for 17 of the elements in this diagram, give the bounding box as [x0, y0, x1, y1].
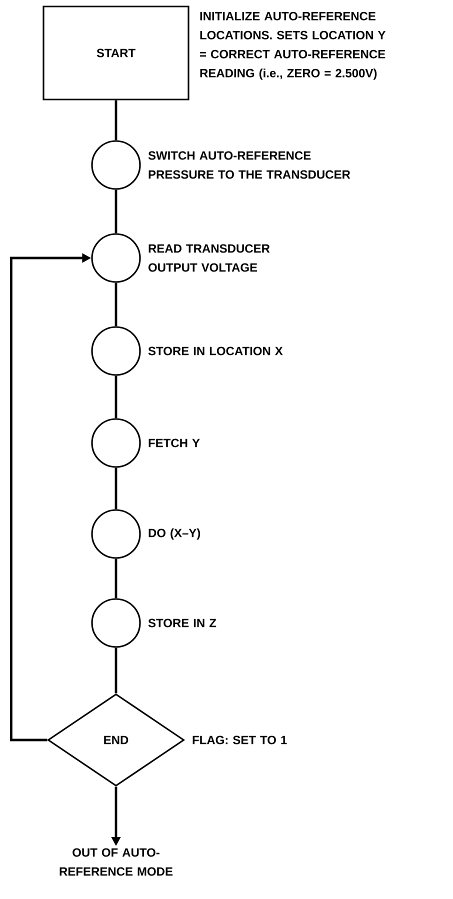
step-label: FLAG: SET TO 1	[192, 736, 287, 744]
connector-line	[114, 648, 118, 694]
step-label: DO (X–Y)	[148, 528, 200, 540]
connector-line	[114, 100, 118, 140]
step-label: READ TRANSDUCER OUTPUT VOLTAGE	[148, 244, 270, 272]
connector-line	[114, 376, 118, 418]
step-label: FETCH Y	[148, 438, 200, 448]
connector-line	[114, 558, 118, 598]
step-label: INITIALIZE AUTO-REFERENCE LOCATIONS. SETS LOCATION Y = CORRECT AUTO-REFERENCE READING (i.e., ZERO = 2.500V)	[200, 12, 386, 80]
exit-text: OUT OF AUTO-REFERENCE MODE	[60, 848, 173, 876]
step-label: SWITCH AUTO-REFERENCE PRESSURE TO THE TRANSDUCER	[148, 151, 350, 179]
connector-line	[114, 190, 118, 234]
connector-line	[114, 468, 118, 510]
step-label: STORE IN LOCATION X	[148, 346, 283, 356]
start-box: START	[42, 6, 190, 100]
step-label: STORE IN Z	[148, 618, 216, 628]
connector-line	[114, 282, 118, 326]
